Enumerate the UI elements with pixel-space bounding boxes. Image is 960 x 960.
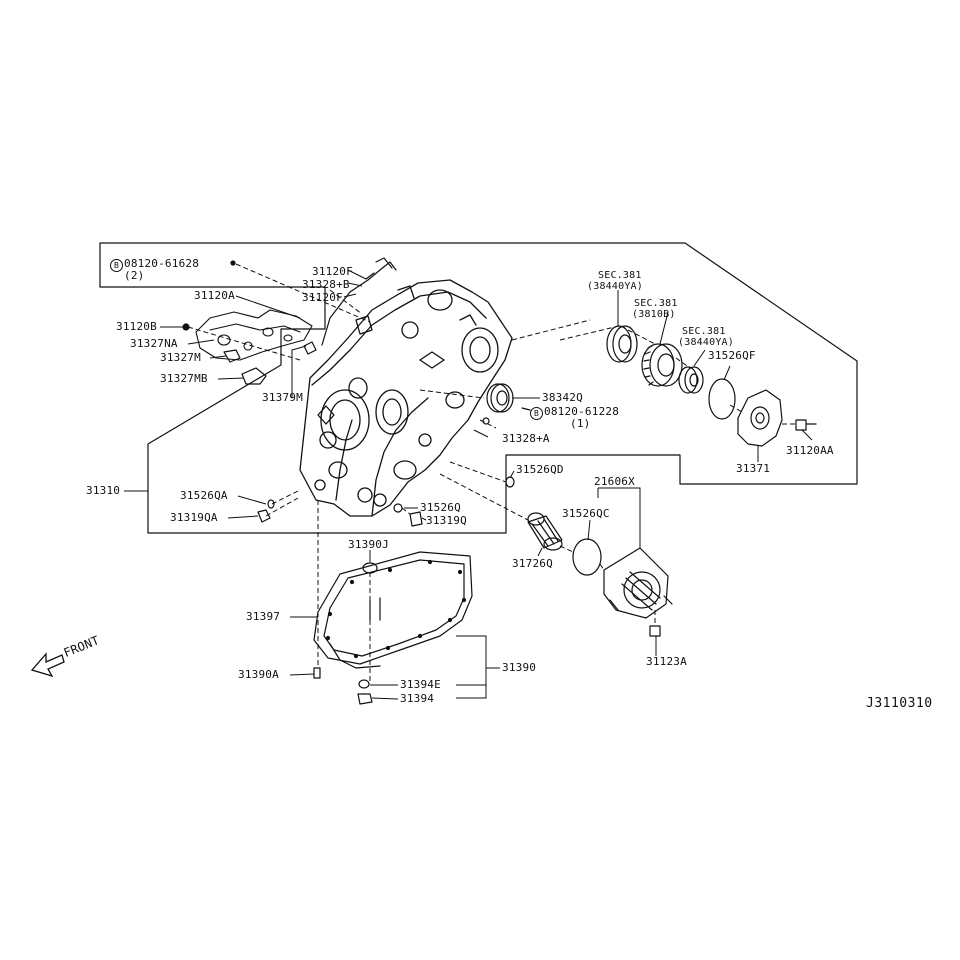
- callout-31379M: 31379M: [262, 391, 303, 404]
- bolt-31123A: [649, 625, 661, 637]
- callout-31394: 31394: [400, 692, 435, 705]
- callout-31327MB: 31327MB: [160, 372, 208, 385]
- bolt-symbol-b: B: [530, 407, 543, 420]
- callout-31526QF: 31526QF: [708, 349, 756, 362]
- callout-31526QC: 31526QC: [562, 507, 610, 520]
- callout-31390J: 31390J: [348, 538, 389, 551]
- gear-sec381-b: [641, 343, 683, 387]
- bearing-sec381-c: [678, 366, 704, 394]
- washer-31394E: [358, 679, 370, 689]
- callout-sec381-b-ref: (3810B): [632, 309, 676, 320]
- callout-31319QA: 31319QA: [170, 511, 218, 524]
- oil-cooler-21606X: [603, 547, 673, 619]
- front-arrow: [30, 652, 65, 678]
- plug-31379M: [303, 341, 317, 355]
- bolt-31120AA: [795, 419, 817, 431]
- bolt-symbol-b: B: [110, 259, 123, 272]
- callout-31120AA: 31120AA: [786, 444, 834, 457]
- bracket-31327M: [223, 349, 241, 363]
- callout-31120F-a: 31120F: [312, 265, 353, 278]
- callout-sec381-c-ref: (38440YA): [678, 337, 734, 348]
- callout-31120A: 31120A: [194, 289, 235, 302]
- drain-plug-31394: [357, 693, 373, 705]
- drawing-code: J3110310: [866, 696, 933, 711]
- bearing-sec381-a: [606, 325, 638, 363]
- callout-21606X: 21606X: [594, 475, 635, 488]
- callout-31310: 31310: [86, 484, 121, 497]
- callout-31726Q: 31726Q: [512, 557, 553, 570]
- callout-31526QA: 31526QA: [180, 489, 228, 502]
- o-ring-31526QF: [708, 378, 736, 420]
- callout-31371: 31371: [736, 462, 771, 475]
- callout-31120B: 31120B: [116, 320, 157, 333]
- assembly-outline-frame: [99, 242, 858, 534]
- bolt-31390A: [313, 667, 321, 679]
- transmission-case: [299, 279, 513, 517]
- callout-08120-61228-qty: (1): [570, 417, 591, 430]
- callout-sec381-c: SEC.381: [682, 326, 726, 337]
- callout-31327NA: 31327NA: [130, 337, 178, 350]
- o-ring-31526QD: [505, 476, 515, 488]
- callout-31390: 31390: [502, 661, 537, 674]
- bolt-08120-61228: [521, 407, 531, 411]
- callout-31390A: 31390A: [238, 668, 279, 681]
- o-ring-31526Q: [393, 503, 403, 513]
- callout-31327M: 31327M: [160, 351, 201, 364]
- o-ring-31526QA: [267, 499, 275, 509]
- plug-31319Q: [409, 511, 423, 527]
- callout-31319Q: 31319Q: [426, 514, 467, 527]
- magnet-31390J: [362, 562, 378, 574]
- oil-strainer-31726Q: [527, 512, 563, 551]
- callout-sec381-b: SEC.381: [634, 298, 678, 309]
- callout-31397: 31397: [246, 610, 281, 623]
- callout-08120-61628-qty: (2): [124, 269, 145, 282]
- oil-seal-38342Q: [486, 383, 514, 413]
- callout-31120F-b: 31120F: [302, 291, 343, 304]
- callout-31123A: 31123A: [646, 655, 687, 668]
- callout-31328B: 31328+B: [302, 278, 350, 291]
- callout-31394E: 31394E: [400, 678, 441, 691]
- bracket-31327MB: [241, 367, 267, 385]
- callout-31526Q: 31526Q: [420, 501, 461, 514]
- oil-pan-31390: [313, 551, 473, 669]
- callout-31526QD: 31526QD: [516, 463, 564, 476]
- breather-tube: [321, 261, 397, 346]
- callout-sec381-a-ref: (38440YA): [587, 281, 643, 292]
- plug-31319QA: [257, 509, 271, 523]
- callout-38342Q: 38342Q: [542, 391, 583, 404]
- side-cover-31371: [737, 389, 783, 447]
- callout-31328A: 31328+A: [502, 432, 550, 445]
- callout-sec381-a: SEC.381: [598, 270, 642, 281]
- o-ring-31526QC: [572, 538, 602, 576]
